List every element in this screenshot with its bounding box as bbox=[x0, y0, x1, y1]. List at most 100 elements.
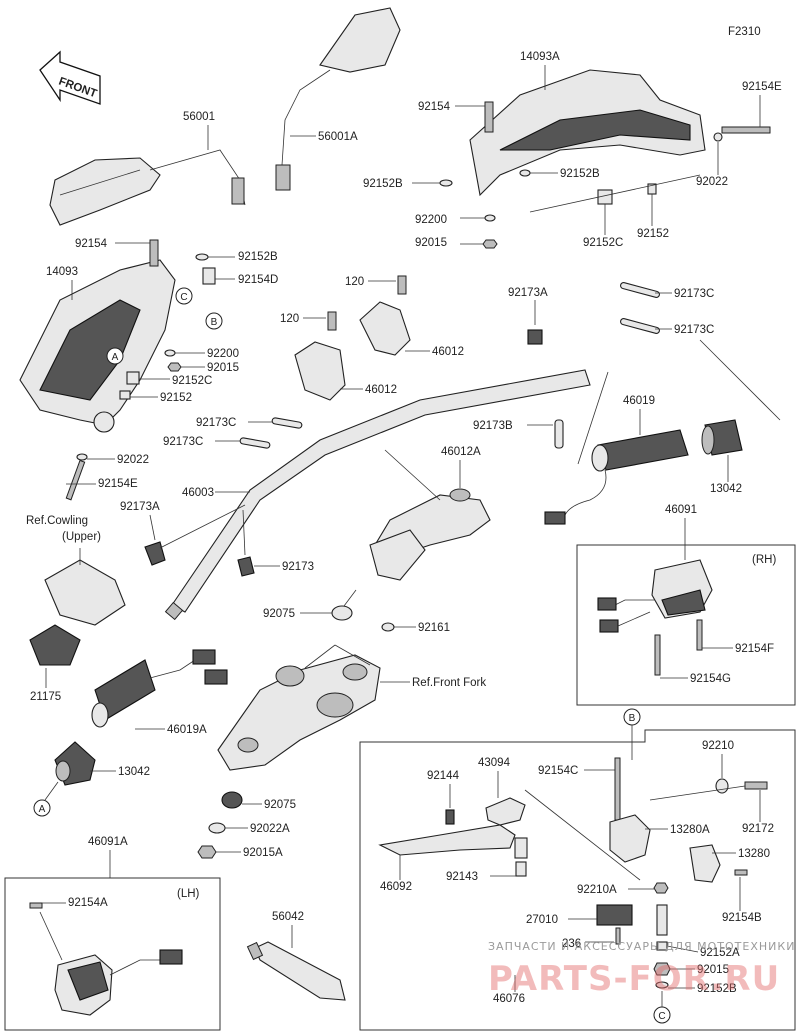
label-92173C-l1: 92173C bbox=[196, 417, 236, 429]
label-56001: 56001 bbox=[183, 111, 215, 123]
ref-cowling-line1: Ref.Cowling bbox=[26, 515, 88, 527]
label-92152A: 92152A bbox=[700, 947, 740, 959]
label-92075-top: 92075 bbox=[263, 608, 295, 620]
handguard-left bbox=[19, 259, 176, 433]
marker-b-top: B bbox=[205, 312, 223, 330]
label-92154-top: 92154 bbox=[418, 101, 451, 113]
switch-housing-right bbox=[597, 559, 713, 633]
handlebar-holder bbox=[369, 488, 491, 581]
svg-text:C: C bbox=[658, 1011, 665, 1022]
mirror-left bbox=[49, 149, 246, 226]
bar-end-left bbox=[54, 741, 96, 786]
label-43094: 43094 bbox=[478, 757, 511, 769]
label-46012A: 46012A bbox=[441, 446, 481, 458]
label-92173C-r1: 92173C bbox=[674, 288, 714, 300]
lh-switch-box bbox=[4, 877, 221, 1031]
label-92210A: 92210A bbox=[577, 884, 617, 896]
label-92152B-bot: 92152B bbox=[697, 983, 737, 995]
lever-box bbox=[359, 729, 796, 1031]
label-14093: 14093 bbox=[46, 266, 78, 278]
marker-c-top: C bbox=[175, 287, 193, 305]
svg-text:A: A bbox=[112, 352, 119, 363]
watermark-line1: ЗАПЧАСТИ И АКСЕССУАРЫ ДЛЯ МОТОТЕХНИКИ bbox=[488, 940, 795, 953]
label-92154G: 92154G bbox=[690, 673, 731, 685]
svg-text:A: A bbox=[39, 804, 46, 815]
label-236: 236 bbox=[562, 938, 581, 950]
label-92154C: 92154C bbox=[538, 765, 578, 777]
label-92022-left: 92022 bbox=[117, 454, 149, 466]
label-92015A: 92015A bbox=[243, 847, 283, 859]
label-92173: 92173 bbox=[282, 561, 314, 573]
lh-box-label: (LH) bbox=[177, 888, 200, 900]
marker-c-bottom: C bbox=[653, 1006, 671, 1024]
label-92173B: 92173B bbox=[473, 420, 513, 432]
grip-right bbox=[544, 429, 689, 525]
label-46076: 46076 bbox=[493, 993, 525, 1005]
label-92075-bot: 92075 bbox=[264, 799, 296, 811]
label-46091A: 46091A bbox=[88, 836, 128, 848]
label-92015-left: 92015 bbox=[207, 362, 239, 374]
label-13042-left: 13042 bbox=[118, 766, 150, 778]
label-46012: 46012 bbox=[432, 346, 464, 358]
rh-switch-box bbox=[576, 544, 796, 706]
clutch-lever bbox=[378, 824, 528, 859]
mirror-right bbox=[275, 7, 401, 191]
label-92173C-l2: 92173C bbox=[163, 436, 203, 448]
cowling-bracket bbox=[29, 559, 126, 666]
label-13280: 13280 bbox=[738, 848, 770, 860]
marker-b-bottom: B bbox=[623, 708, 641, 726]
label-92152C-top: 92152C bbox=[583, 237, 623, 249]
upper-triple-clamp bbox=[217, 654, 381, 771]
label-92152C-left: 92152C bbox=[172, 375, 212, 387]
label-92172: 92172 bbox=[742, 823, 774, 835]
figure-code: F2310 bbox=[728, 26, 761, 38]
marker-a-bottom: A bbox=[33, 799, 51, 817]
ref-cowling-line2: (Upper) bbox=[62, 531, 101, 543]
label-92154E-left: 92154E bbox=[98, 478, 138, 490]
svg-text:C: C bbox=[180, 292, 187, 303]
label-92022-top: 92022 bbox=[696, 176, 728, 188]
label-92152B-top: 92152B bbox=[363, 178, 403, 190]
label-21175: 21175 bbox=[30, 691, 61, 703]
bar-end-right bbox=[701, 419, 743, 456]
cable-clamp-left bbox=[144, 541, 166, 566]
label-92173C-r2: 92173C bbox=[674, 324, 714, 336]
label-92161: 92161 bbox=[418, 622, 450, 634]
label-92173A-top: 92173A bbox=[508, 287, 548, 299]
label-92152-left: 92152 bbox=[160, 392, 192, 404]
clutch-switch-27010 bbox=[596, 904, 633, 926]
rh-box-label: (RH) bbox=[752, 554, 776, 566]
label-46092: 46092 bbox=[380, 881, 412, 893]
ref-front-fork: Ref.Front Fork bbox=[412, 677, 486, 689]
label-92143: 92143 bbox=[446, 871, 478, 883]
clutch-housing bbox=[609, 814, 651, 863]
handlebar bbox=[171, 369, 591, 613]
clamp-upper bbox=[294, 301, 411, 401]
svg-text:B: B bbox=[211, 317, 218, 328]
label-92173A-left: 92173A bbox=[120, 501, 160, 513]
handguard-right bbox=[469, 69, 706, 197]
label-46003: 46003 bbox=[182, 487, 214, 499]
cable-clip bbox=[237, 556, 255, 577]
label-92154F: 92154F bbox=[735, 643, 774, 655]
label-92152B-top2: 92152B bbox=[560, 168, 600, 180]
marker-a-top: A bbox=[106, 347, 124, 365]
label-92022A: 92022A bbox=[250, 823, 290, 835]
label-92154E-top: 92154E bbox=[742, 81, 782, 93]
label-92154D: 92154D bbox=[238, 274, 278, 286]
grease-tube bbox=[246, 941, 346, 1001]
label-120-b: 120 bbox=[280, 313, 299, 325]
label-92154A: 92154A bbox=[68, 897, 108, 909]
label-92200-left: 92200 bbox=[207, 348, 239, 360]
label-56001A: 56001A bbox=[318, 131, 358, 143]
grip-left bbox=[91, 601, 228, 728]
label-92154-left: 92154 bbox=[75, 238, 108, 250]
watermark-line2: PARTS-FOR.RU bbox=[488, 959, 780, 999]
label-56042: 56042 bbox=[272, 911, 304, 923]
label-14093A: 14093A bbox=[520, 51, 560, 63]
label-46012-b: 46012 bbox=[365, 384, 397, 396]
label-92152-top: 92152 bbox=[637, 228, 669, 240]
label-92200-top: 92200 bbox=[415, 214, 447, 226]
label-27010: 27010 bbox=[526, 914, 558, 926]
